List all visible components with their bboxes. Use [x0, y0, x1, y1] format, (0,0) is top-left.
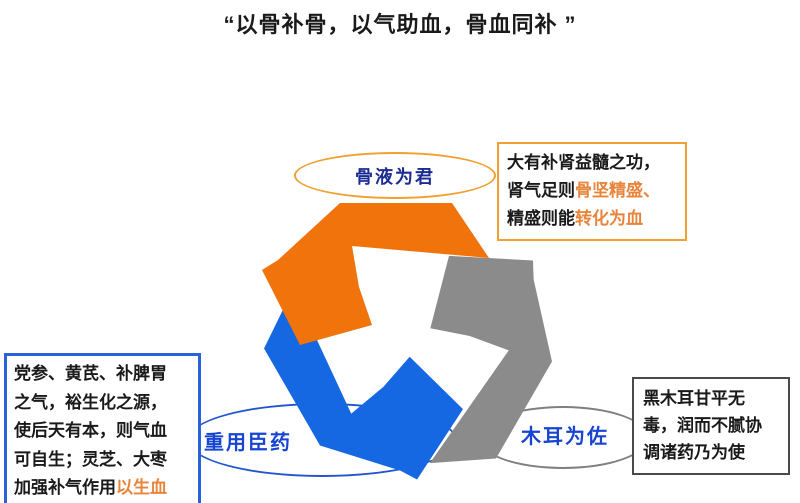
- node-label-zuo: 木耳为佐: [521, 426, 609, 448]
- note-box-top-right: 大有补肾益髓之功， 肾气足则骨坚精盛、精盛则能转化为血: [497, 142, 687, 241]
- note-line: 之气，裕生化之源，: [14, 392, 167, 412]
- cycle-arrow-orange: [262, 203, 489, 345]
- note-line: 大有补肾益髓之功，: [507, 153, 660, 172]
- note-line: 毒，润而不腻协: [643, 416, 762, 435]
- ellipse-top-jun: 骨液为君: [294, 152, 496, 199]
- note-line: 使后天有本，则气血: [14, 421, 167, 440]
- note-line: 可自生；灵芝、大枣: [14, 449, 167, 469]
- note-line: 党参、黄芪、补脾胃: [14, 364, 167, 383]
- note-line: 黑木耳甘平无: [643, 389, 745, 408]
- cycle-arrow-gray: [429, 255, 552, 464]
- note-line: 精盛则能转化为血: [507, 209, 643, 228]
- node-label-chen: 重用臣药: [204, 432, 292, 454]
- note-line: 调诸药乃为使: [643, 443, 745, 462]
- note-box-left: 党参、黄芪、补脾胃之气，裕生化之源， 使后天有本，则气血可自生；灵芝、大枣加强补气…: [4, 353, 201, 503]
- note-box-bottom-right: 黑木耳甘平无毒，润而不腻协调诸药乃为使: [632, 377, 790, 475]
- page-title: “以骨补骨，以气助血，骨血同补 ”: [223, 12, 577, 37]
- note-line: 肾气足则骨坚精盛、: [507, 181, 660, 200]
- node-label-jun: 骨液为君: [355, 166, 435, 187]
- note-line: 加强补气作用以生血: [14, 478, 167, 497]
